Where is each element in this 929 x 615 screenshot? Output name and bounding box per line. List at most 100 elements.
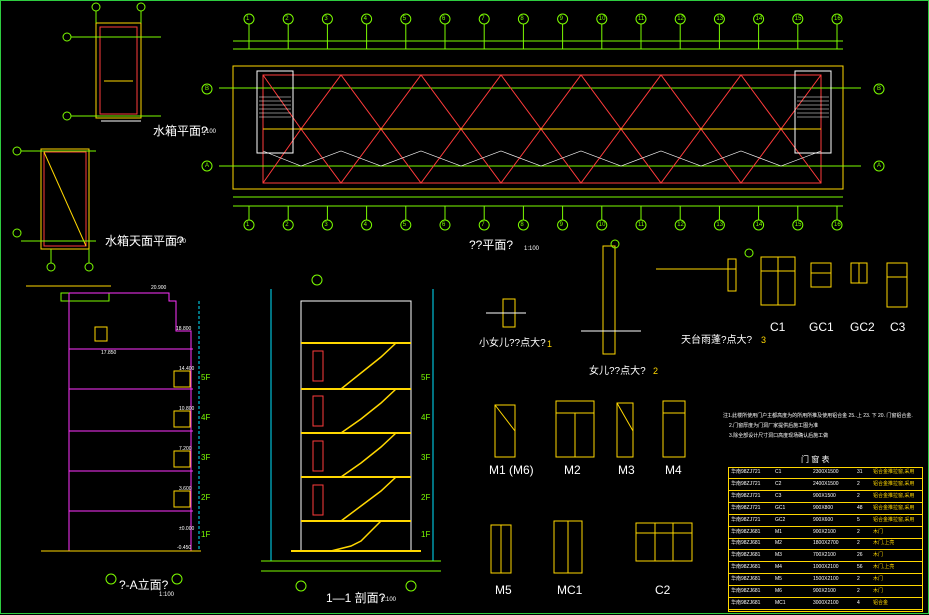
table-cell: 56 <box>857 564 863 571</box>
elevation-title: ?-A立面? <box>119 578 169 592</box>
table-cell: 华南98ZJ681 <box>731 564 761 571</box>
grid-axis-label: 13 <box>716 16 724 22</box>
table-cell: M5 <box>775 576 782 583</box>
elev-mark-8: 20.900 <box>151 285 167 291</box>
floor-label-5f: 5F <box>201 373 211 382</box>
grid-axis-label: 10 <box>598 16 606 22</box>
roof-plan-axes <box>243 13 843 49</box>
table-cell: 1000X2100 <box>813 564 839 571</box>
table-cell: 木门,上亮 <box>873 564 895 571</box>
section-floor-3f: 3F <box>421 453 431 462</box>
table-row: 华南98ZJ681 M4 1000X2100 56 木门,上亮 <box>729 563 922 575</box>
grid-axis-side-label: B <box>205 86 210 92</box>
table-cell: C1 <box>775 469 782 475</box>
grid-axis-label: 5 <box>402 16 407 22</box>
elev-mark-2: 14.400 <box>179 366 195 372</box>
grid-axis-label: 8 <box>520 16 524 22</box>
window-label-c2: C2 <box>655 583 671 597</box>
section-floor-2f: 2F <box>421 493 431 502</box>
table-cell: 700X2100 <box>813 552 836 559</box>
parapet-detail-no: 1 <box>547 339 553 349</box>
canopy-detail-no: 3 <box>761 335 767 345</box>
table-cell: 华南98ZJ681 <box>731 588 761 594</box>
table-cell: 2 <box>857 492 860 499</box>
grid-axis-label: 16 <box>834 222 841 228</box>
table-cell: 1500X2100 <box>813 576 839 583</box>
window-elevations <box>760 256 908 308</box>
floor-label-1f: 1F <box>201 530 211 539</box>
elev-mark-1: 17.850 <box>101 350 117 356</box>
table-cell: GC1 <box>775 504 786 511</box>
table-cell: 华南98ZJ721 <box>731 516 761 523</box>
tank-plan <box>62 2 161 122</box>
door-label-m4: M4 <box>665 463 682 477</box>
table-cell: C2 <box>775 480 782 487</box>
floor-label-2f: 2F <box>201 493 211 502</box>
grid-axis-label: 4 <box>363 222 367 228</box>
table-cell: 铝合金推拉窗,采用 <box>873 516 915 523</box>
grid-axis-side-label: B <box>877 86 882 92</box>
floor-label-4f: 4F <box>201 413 211 422</box>
table-cell: 华南98ZJ681 <box>731 552 761 559</box>
table-cell: 2 <box>857 480 860 487</box>
door-elevations <box>490 400 693 574</box>
table-cell: 铝合金推拉窗,采用 <box>873 480 915 487</box>
table-cell: 木门 <box>873 588 884 594</box>
table-cell: M6 <box>775 588 782 594</box>
table-cell: 华南98ZJ721 <box>731 504 761 511</box>
table-cell: M4 <box>775 564 782 571</box>
door-label-m3: M3 <box>618 463 635 477</box>
table-cell: 铝合金 <box>873 599 889 606</box>
grid-axis-label: 6 <box>442 222 446 228</box>
table-cell: 华南98ZJ721 <box>731 469 761 475</box>
grid-axis-label: 14 <box>755 16 763 22</box>
note-1: 注1.此楼所使用门户主都高度为的所用所推及使用铝合金 25..上 23. 下 2… <box>723 413 913 419</box>
table-cell: 华南98ZJ681 <box>731 540 761 547</box>
table-cell: 5 <box>857 516 860 523</box>
tank-roof-plan-title: 水箱天面平面? <box>105 234 184 248</box>
grid-axis-label: 2 <box>285 16 289 22</box>
table-cell: 900X2100 <box>813 588 836 594</box>
table-cell: 2300X1500 <box>813 469 839 475</box>
grid-axis-label: 6 <box>442 16 446 22</box>
door-label-m5: M5 <box>495 583 512 597</box>
section-drawing <box>261 274 441 592</box>
grid-axis-label: 2 <box>285 222 289 228</box>
table-cell: 900X800 <box>813 504 834 511</box>
table-cell: 华南98ZJ721 <box>731 492 761 499</box>
note-2: 2.门窗厚度为门洞厂家提供后施工图为准 <box>729 423 819 429</box>
grid-axis-label: 8 <box>520 222 524 228</box>
parapet-detail-title: 小女儿??点大? <box>479 338 546 349</box>
grid-axis-label: 9 <box>559 222 563 228</box>
note-3: 3.除全部设计尺寸洞口高度现场确认后施工做 <box>729 433 829 439</box>
window-label-c1: C1 <box>770 320 786 334</box>
table-cell: 木门,上亮 <box>873 540 895 547</box>
table-cell: M3 <box>775 552 782 559</box>
table-cell: 铝合金推拉窗,采用 <box>873 469 915 475</box>
table-cell: MC1 <box>775 599 786 606</box>
grid-axis-label: 4 <box>363 16 367 22</box>
elev-mark-7: -0.450 <box>177 545 192 551</box>
floor-plan-scale: 1:100 <box>524 246 540 252</box>
grid-axis-label: 7 <box>481 222 485 228</box>
grid-axis-label: 5 <box>402 222 407 228</box>
grid-axis-label: 7 <box>481 16 485 22</box>
elevation-scale: 1:100 <box>159 592 175 598</box>
table-cell: 2 <box>857 588 860 594</box>
door-label-m1: M1 (M6) <box>489 463 534 477</box>
table-cell: M2 <box>775 540 782 547</box>
elev-mark-9: 18.800 <box>176 326 192 332</box>
table-cell: 木门 <box>873 552 884 559</box>
table-cell: 2400X1500 <box>813 480 839 487</box>
grid-axis-label: 1 <box>246 16 250 22</box>
table-cell: 华南98ZJ721 <box>731 480 761 487</box>
section-scale: 1:100 <box>381 597 397 603</box>
table-cell: 2 <box>857 576 860 583</box>
table-row: 华南98ZJ681 M6 900X2100 2 木门 <box>729 587 922 598</box>
roof-plan-axes-bottom <box>243 206 843 231</box>
